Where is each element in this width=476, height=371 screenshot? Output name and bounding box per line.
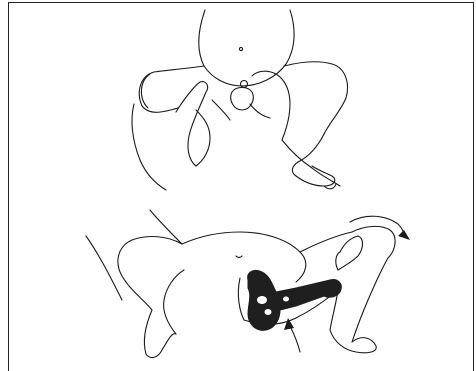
examiner-right-thumb [336,252,340,270]
abduction-arrow-head [398,230,410,240]
pressure-arrow-path [290,326,300,352]
infant-right-foot-bottom [330,330,376,353]
infant-left-leg-upper [118,237,182,310]
infant-right-thigh-outline [300,232,352,252]
examiner-left-arm-lower [86,236,122,300]
bottom-panel [86,210,410,357]
examiner-right-fingers [338,236,363,270]
infant-buttock [238,278,244,320]
examiner-right-thumb [252,71,290,140]
examiner-left-arm [150,210,182,244]
femur-bone-highlight-3 [283,297,289,302]
infant-left-thigh [139,66,204,112]
infant-hip-crease-right [250,104,270,118]
examiner-right-hand [282,140,340,186]
infant-navel [239,47,242,50]
examiner-left-hand [132,104,166,190]
infant-left-leg-inner [164,270,184,334]
infant-right-foot [296,166,335,186]
infant-hip-crease-left [212,100,230,120]
examiner-left-thumb [176,82,208,166]
top-panel [132,10,347,190]
examiner-right-hand-top [352,226,395,258]
examiner-right-wrist [352,258,388,342]
femur-bone-highlight-2 [265,309,272,315]
infant-left-foot [144,310,176,357]
infant-torso-outline [199,10,294,86]
femur-bone-highlight-1 [257,296,267,304]
infant-left-knee [141,74,150,108]
infant-body-outline [182,232,306,282]
infant-navel-bottom [236,256,242,258]
infant-right-thigh [284,62,347,134]
examiner-left-fingers [196,110,210,166]
infant-genitals [231,88,254,111]
